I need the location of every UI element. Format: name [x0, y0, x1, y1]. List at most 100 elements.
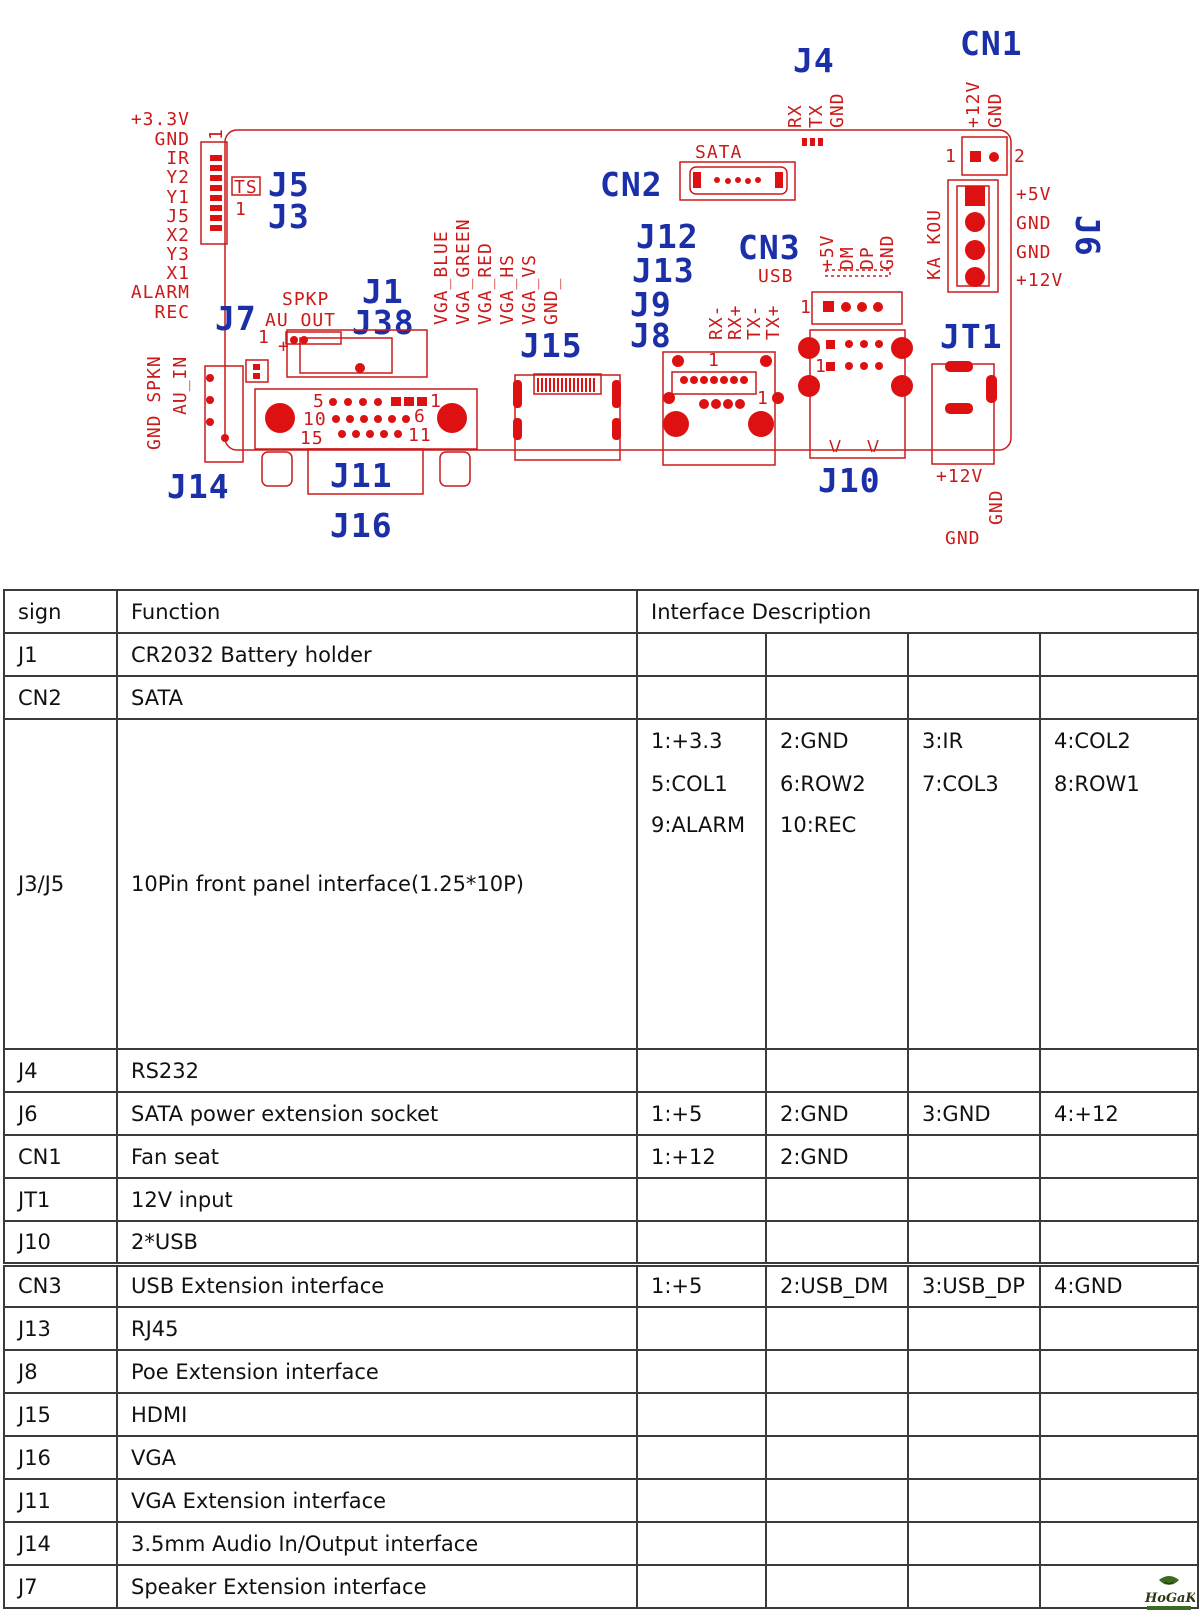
cell-pin	[907, 1306, 1041, 1351]
cell-pin	[1038, 805, 1200, 1050]
svg-text:10: 10	[303, 409, 327, 430]
j3-connector	[200, 141, 228, 245]
header-interface: Interface Description	[635, 589, 1200, 634]
cell-sign: J13	[3, 1306, 118, 1351]
cell-pin	[1038, 1349, 1200, 1394]
cell-function: 3.5mm Audio In/Output interface	[116, 1521, 638, 1566]
ts-label: TS	[234, 177, 258, 198]
svg-text:ALARM: ALARM	[131, 282, 190, 303]
cell-sign: J14	[3, 1521, 118, 1566]
svg-text:IR: IR	[166, 148, 190, 169]
jt1-gnd-label: GND	[945, 528, 981, 549]
svg-text:GND: GND	[1016, 242, 1052, 263]
cell-pin	[636, 1478, 767, 1523]
battery-holder	[286, 329, 428, 378]
label-j38: J38	[352, 303, 415, 342]
au-out-label: AU_OUT	[265, 310, 336, 331]
hogaki-logo: HoGaKi	[1144, 1576, 1195, 1610]
cell-pin	[1038, 1048, 1200, 1093]
cn3-pin-labels: +5V DM DP GND	[817, 234, 898, 270]
svg-text:1: 1	[430, 391, 442, 412]
cell-sign: J4	[3, 1048, 118, 1093]
cell-pin: 7:COL3	[907, 762, 1041, 805]
j3-pin-labels: +3.3V GND IR Y2 Y1 J5 X2 Y3 X1 ALARM REC	[131, 109, 190, 323]
cell-pin	[765, 1349, 909, 1394]
j4-pin-labels: RX TX GND	[785, 92, 848, 128]
j6-connector	[947, 179, 999, 293]
cell-function: Speaker Extension interface	[116, 1564, 638, 1609]
cell-pin	[636, 1435, 767, 1480]
svg-text:TX+: TX+	[763, 304, 784, 340]
svg-text:Y1: Y1	[166, 187, 190, 208]
j3-pins	[210, 155, 222, 231]
cell-pin: 4:GND	[1038, 1261, 1200, 1308]
spkp-label: SPKP	[282, 289, 329, 310]
svg-text:VGA_GREEN: VGA_GREEN	[453, 218, 474, 325]
cell-pin: 1:+5	[636, 1261, 767, 1308]
label-j8: J8	[630, 316, 672, 355]
label-jt1: JT1	[940, 317, 1003, 356]
svg-text:X2: X2	[166, 225, 190, 246]
j10-connector	[809, 329, 906, 459]
cell-pin	[765, 1392, 909, 1437]
cell-function: SATA	[116, 675, 638, 720]
svg-text:VGA_RED: VGA_RED	[475, 242, 496, 325]
cell-pin	[765, 1435, 909, 1480]
cell-pin: 2:GND	[765, 718, 909, 762]
cell-pin	[1038, 632, 1200, 677]
svg-text:GND: GND	[154, 129, 190, 150]
cell-function: 10Pin front panel interface(1.25*10P)	[116, 718, 638, 1050]
label-j16: J16	[330, 506, 393, 545]
svg-text:+12V: +12V	[1016, 270, 1063, 291]
cn2-connector	[679, 161, 796, 201]
cell-pin: 3:IR	[907, 718, 1041, 762]
label-j10: J10	[818, 461, 881, 500]
cell-pin	[1038, 1478, 1200, 1523]
cell-pin: 2:GND	[765, 1091, 909, 1136]
label-j4: J4	[793, 41, 835, 80]
cell-pin	[1038, 1177, 1200, 1222]
svg-text:+3.3V: +3.3V	[131, 109, 190, 130]
svg-text:DP: DP	[857, 246, 878, 270]
svg-text:1: 1	[258, 327, 270, 348]
cell-pin	[765, 1220, 909, 1265]
cell-function: 2*USB	[116, 1220, 638, 1265]
cell-pin	[907, 1177, 1041, 1222]
svg-text:15: 15	[300, 428, 324, 449]
label-j12: J12	[636, 217, 699, 256]
cn1-12v-label: +12V	[963, 81, 984, 128]
cell-pin	[636, 1392, 767, 1437]
hdmi-connector	[514, 374, 621, 461]
cell-function: VGA Extension interface	[116, 1478, 638, 1523]
cell-pin: 4:COL2	[1038, 718, 1200, 762]
svg-text:1: 1	[757, 388, 769, 409]
svg-text:TX-: TX-	[744, 304, 765, 340]
svg-text:1: 1	[800, 297, 812, 318]
cn2-pins	[693, 172, 783, 188]
cell-pin	[1038, 1306, 1200, 1351]
ka-kou-label: KA KOU	[924, 209, 945, 280]
cell-pin	[636, 675, 767, 720]
cell-pin	[1038, 1435, 1200, 1480]
svg-text:Y2: Y2	[166, 167, 190, 188]
label-cn1: CN1	[960, 24, 1023, 63]
cell-function: HDMI	[116, 1392, 638, 1437]
cell-sign: J16	[3, 1435, 118, 1480]
table-header: sign Function Interface Description	[3, 589, 1200, 634]
cell-pin	[636, 1349, 767, 1394]
cell-pin	[765, 1177, 909, 1222]
cell-pin: 10:REC	[765, 805, 909, 1050]
cell-sign: J1	[3, 632, 118, 677]
cn1-connector	[961, 136, 1008, 176]
cell-pin: 1:+3.3	[636, 718, 767, 762]
